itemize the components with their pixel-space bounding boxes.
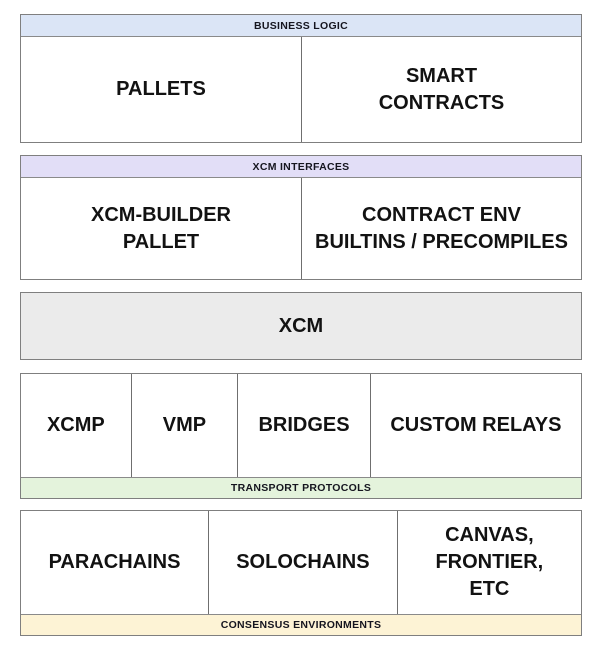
box-canvas-frontier-etc: CANVAS, FRONTIER, ETC [396,511,581,614]
xcm-interfaces-band: XCM INTERFACES [21,156,581,178]
box-xcm-builder-pallet: XCM-BUILDER PALLET [91,203,231,253]
layer-transport-protocols: XCMP VMP BRIDGES CUSTOM RELAYS TRANSPORT… [20,373,582,499]
business-logic-band: BUSINESS LOGIC [21,15,581,37]
layer-business-logic: BUSINESS LOGIC PALLETS SMART CONTRACTS [20,14,582,143]
consensus-row: PARACHAINS SOLOCHAINS CANVAS, FRONTIER, … [21,511,581,614]
consensus-environments-band: CONSENSUS ENVIRONMENTS [21,614,581,635]
xcm-row: XCM [21,293,581,359]
box-xcm: XCM [21,293,581,359]
box-pallets: PALLETS [116,78,206,100]
box-solochains: SOLOCHAINS [208,511,397,614]
box-vmp: VMP [130,374,237,477]
box-custom-relays: CUSTOM RELAYS [369,374,581,477]
box-xcmp: XCMP [46,414,105,436]
xcm-interfaces-row: XCM-BUILDER PALLET CONTRACT ENV BUILTINS… [21,178,581,279]
business-logic-row: PALLETS SMART CONTRACTS [21,37,581,142]
layer-xcm-interfaces: XCM INTERFACES XCM-BUILDER PALLET CONTRA… [20,155,582,280]
transport-protocols-band: TRANSPORT PROTOCOLS [21,477,581,498]
transport-row: XCMP VMP BRIDGES CUSTOM RELAYS [21,374,581,477]
box-parachains: PARACHAINS [48,551,181,573]
box-contract-env-builtins: CONTRACT ENV BUILTINS / PRECOMPILES [301,178,581,279]
layer-consensus-environments: PARACHAINS SOLOCHAINS CANVAS, FRONTIER, … [20,510,582,636]
box-smart-contracts: SMART CONTRACTS [301,37,581,142]
box-bridges: BRIDGES [237,374,370,477]
layer-xcm: XCM [20,292,582,360]
